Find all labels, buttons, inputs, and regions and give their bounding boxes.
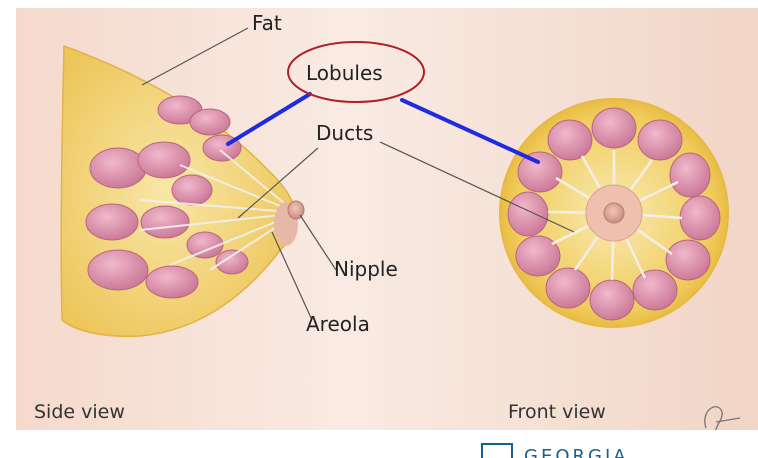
footer-logo-text: GEORGIA — [524, 446, 629, 458]
caption-side-view: Side view — [34, 401, 125, 423]
label-areola: Areola — [306, 312, 370, 336]
label-ducts: Ducts — [316, 121, 373, 145]
side-view-nipple — [288, 201, 304, 219]
label-fat: Fat — [252, 11, 282, 35]
caption-front-view: Front view — [508, 401, 606, 423]
front-view-nipple — [604, 203, 624, 223]
label-nipple: Nipple — [334, 257, 398, 281]
footer-strip — [0, 430, 758, 458]
label-lobules: Lobules — [306, 61, 383, 85]
